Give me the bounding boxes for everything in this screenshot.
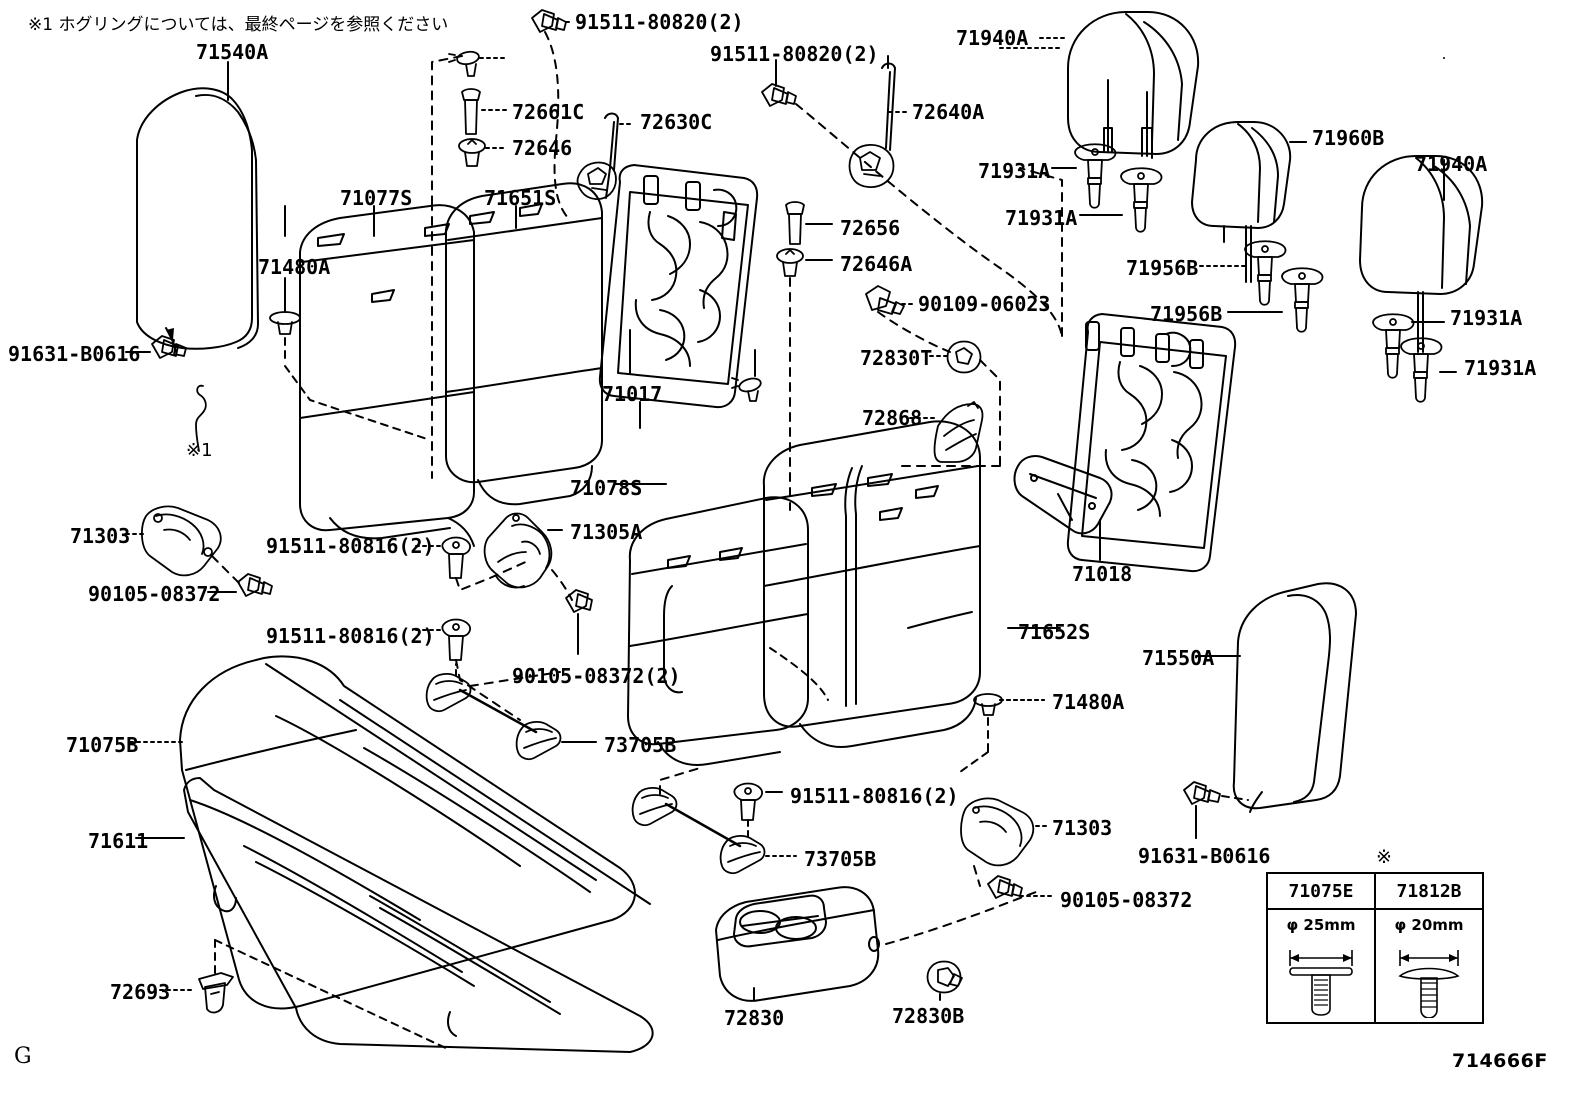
part-callout-71303: 71303 (1052, 816, 1113, 840)
part-callout-72630c: 72630C (640, 110, 713, 134)
part-callout-71305a: 71305A (570, 520, 643, 544)
legend-column-1: 71075E φ 25mm (1268, 874, 1376, 1022)
part-callout-71931a: 71931A (978, 159, 1051, 183)
legend-part-71075E: 71075E (1268, 874, 1374, 910)
legend-dim-25mm: φ 25mm (1286, 916, 1356, 934)
part-callout-71956b: 71956B (1126, 256, 1199, 280)
legend-asterisk-mark: ※ (1376, 846, 1392, 868)
part-callout-71550a: 71550A (1142, 646, 1215, 670)
part-callout-71303: 71303 (70, 524, 131, 548)
part-callout-71075b: 71075B (66, 733, 139, 757)
part-callout-72830t: 72830T (860, 346, 933, 370)
part-callout-71480a: 71480A (1052, 690, 1125, 714)
part-callout-71651s: 71651S (484, 186, 557, 210)
part-callout-91511-80816-2-: 91511-80816(2) (266, 534, 435, 558)
footnote-mark-1: ※1 (186, 440, 213, 461)
legend-table: 71075E φ 25mm (1266, 872, 1484, 1024)
legend-body-2: φ 20mm (1376, 910, 1482, 1022)
part-callout-72646a: 72646A (840, 252, 913, 276)
part-callout-71480a: 71480A (258, 255, 331, 279)
part-callout-71652s: 71652S (1018, 620, 1091, 644)
part-callout-72656: 72656 (840, 216, 901, 240)
clip-71812B-icon (1398, 950, 1460, 1018)
legend-dim-20mm: φ 20mm (1394, 916, 1464, 934)
part-callout-71956b: 71956B (1150, 302, 1223, 326)
part-callout-91511-80820-2-: 91511-80820(2) (710, 42, 879, 66)
part-callout-71540a: 71540A (196, 40, 269, 64)
part-callout-71940a: 71940A (1415, 152, 1488, 176)
hog-ring-note: ※1 ホグリングについては、最終ページを参照ください (28, 15, 449, 35)
part-callout-72640a: 72640A (912, 100, 985, 124)
part-callout-90105-08372-2-: 90105-08372(2) (512, 664, 681, 688)
clip-71075E-icon (1289, 950, 1353, 1016)
part-callout-91631-b0616: 91631-B0616 (8, 342, 141, 366)
sheet-letter: G (14, 1044, 32, 1069)
part-callout-91511-80816-2-: 91511-80816(2) (790, 784, 959, 808)
part-callout-73705b: 73705B (804, 847, 877, 871)
part-callout-91631-b0616: 91631-B0616 (1138, 844, 1271, 868)
part-callout-72661c: 72661C (512, 100, 585, 124)
part-callout-90105-08372: 90105-08372 (88, 582, 221, 606)
part-callout-72693: 72693 (110, 980, 171, 1004)
part-callout-90109-06023: 90109-06023 (918, 292, 1051, 316)
part-callout-71078s: 71078S (570, 476, 643, 500)
part-callout-72868: 72868 (862, 406, 923, 430)
part-callout-72830b: 72830B (892, 1004, 965, 1028)
part-callout-90105-08372: 90105-08372 (1060, 888, 1193, 912)
part-callout-71077s: 71077S (340, 186, 413, 210)
legend-part-71812B: 71812B (1376, 874, 1482, 910)
part-callout-71611: 71611 (88, 829, 149, 853)
part-callout-71018: 71018 (1072, 562, 1133, 586)
part-callout-91511-80816-2-: 91511-80816(2) (266, 624, 435, 648)
legend-column-2: 71812B φ 20mm (1376, 874, 1482, 1022)
part-callout-71931a: 71931A (1005, 206, 1078, 230)
part-callout-71960b: 71960B (1312, 126, 1385, 150)
part-callout-72646: 72646 (512, 136, 573, 160)
diagram-code: 714666F (1452, 1050, 1548, 1072)
part-callout-71940a: 71940A (956, 26, 1029, 50)
part-callout-71931a: 71931A (1450, 306, 1523, 330)
part-callout-72830: 72830 (724, 1006, 785, 1030)
part-callout-71017: 71017 (602, 382, 663, 406)
part-callout-71931a: 71931A (1464, 356, 1537, 380)
part-callout-91511-80820-2-: 91511-80820(2) (575, 10, 744, 34)
part-callout-73705b: 73705B (604, 733, 677, 757)
legend-body-1: φ 25mm (1268, 910, 1374, 1022)
